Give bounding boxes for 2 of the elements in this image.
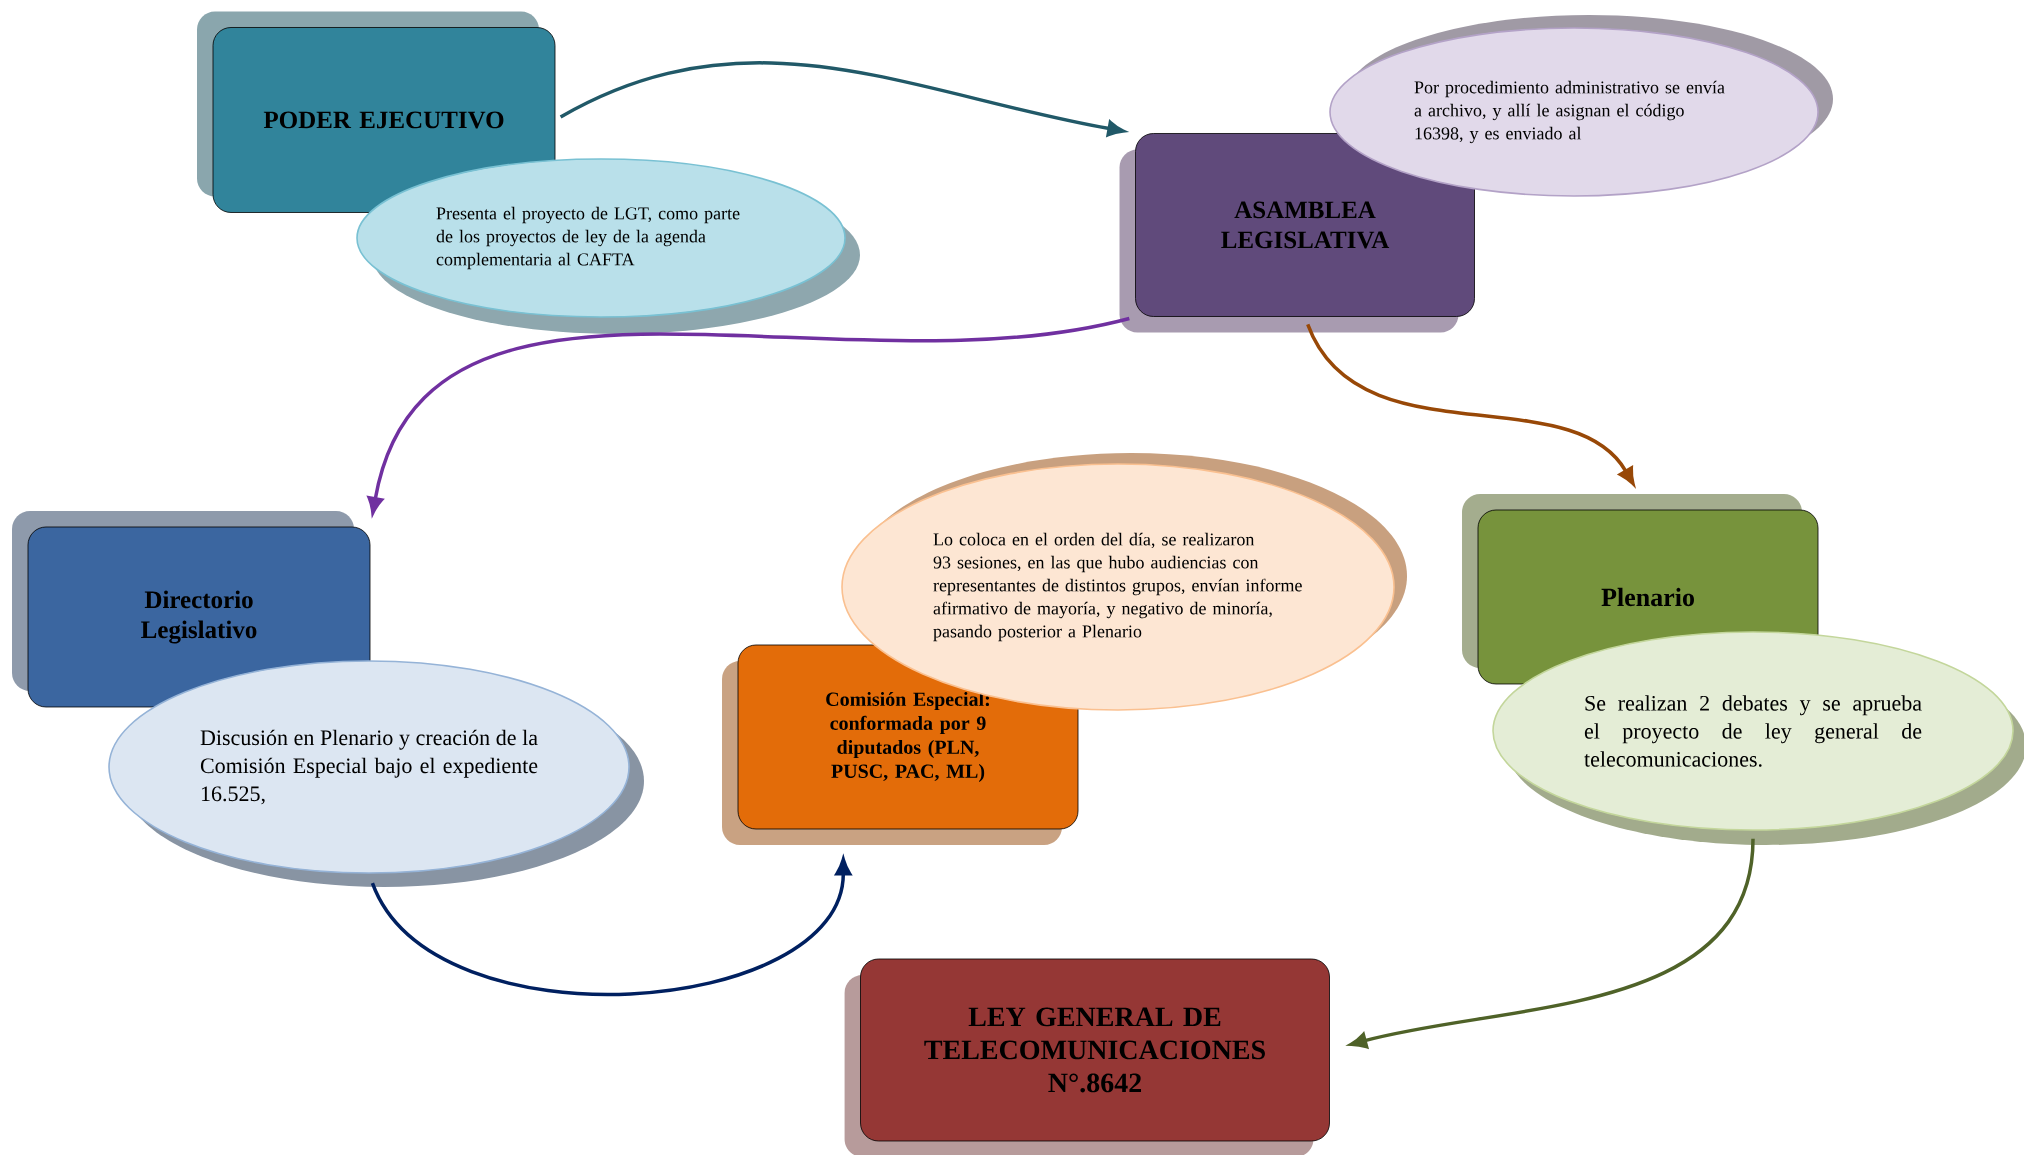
arrow — [1306, 323, 1635, 486]
process-box: LEY GENERAL DE TELECOMUNICACIONES N°.8642 — [844, 958, 1330, 1155]
